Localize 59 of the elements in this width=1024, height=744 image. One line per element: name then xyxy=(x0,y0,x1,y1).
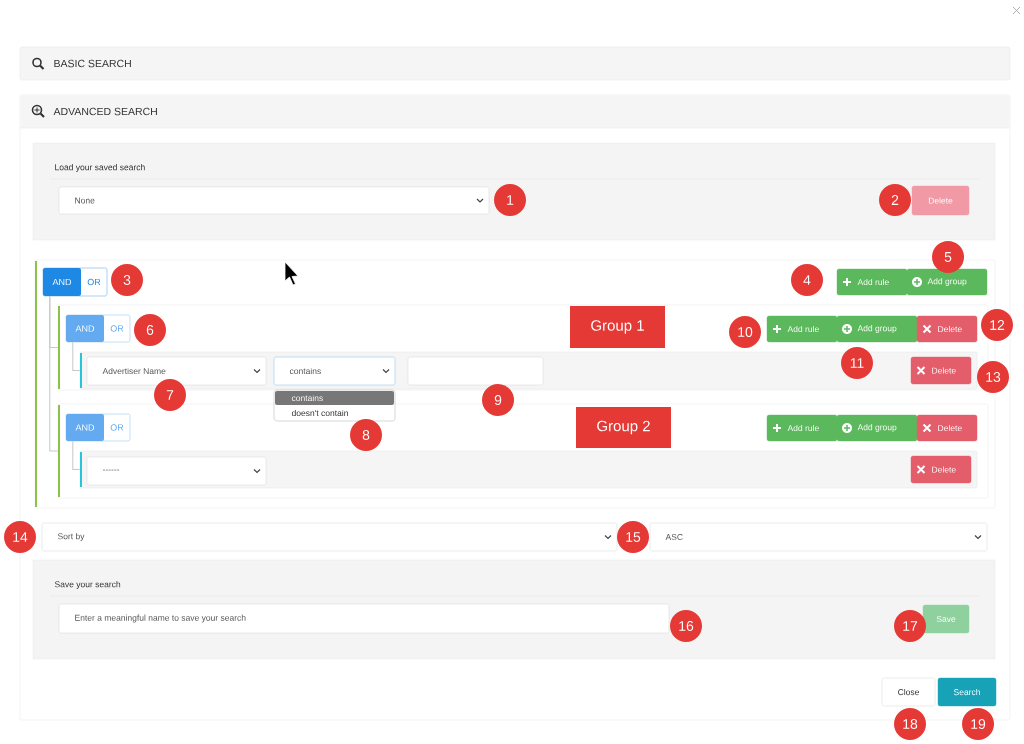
callout-number: 12 xyxy=(981,309,1013,341)
toggle-label: AND xyxy=(75,424,95,431)
callout-number: 6 xyxy=(134,314,166,346)
search-button: Search xyxy=(937,677,997,707)
dropdown: contains xyxy=(273,356,396,386)
callout-number: 18 xyxy=(894,708,926,740)
tree-connector xyxy=(72,440,81,470)
tree-connector xyxy=(49,295,59,452)
callout-number: 16 xyxy=(670,610,702,642)
callout-number: 4 xyxy=(791,264,823,296)
tree-connector xyxy=(72,341,81,371)
delete-button: Delete xyxy=(916,414,978,442)
callout-number: 10 xyxy=(729,316,761,348)
and-or-toggle xyxy=(65,413,131,442)
toggle-label: OR xyxy=(110,325,124,332)
callout-number: 19 xyxy=(962,708,994,740)
dropdown: None xyxy=(58,186,490,215)
toggle-label: AND xyxy=(75,325,95,332)
close-button: Close xyxy=(881,677,936,707)
toggle-label: AND xyxy=(52,278,72,286)
callout-number: 13 xyxy=(977,361,1009,393)
callout-number: 5 xyxy=(932,241,964,273)
callout-number: 15 xyxy=(617,521,649,553)
callout-number: 2 xyxy=(879,184,911,216)
add-group-button: Add group xyxy=(906,268,988,296)
add-group-button: Add group xyxy=(836,315,918,343)
delete-button: Delete xyxy=(910,356,972,385)
panel-header: BASIC SEARCH xyxy=(19,46,1011,81)
add-rule-button: Add rule xyxy=(836,268,908,296)
group-tag: Group 2 xyxy=(576,407,671,448)
callout-number: 14 xyxy=(4,521,36,553)
dropdown: Advertiser Name xyxy=(86,356,267,386)
button: Delete xyxy=(911,185,970,216)
add-group-button: Add group xyxy=(836,414,918,442)
and-or-toggle xyxy=(42,267,108,297)
callout-number: 17 xyxy=(894,610,926,642)
input-field xyxy=(407,356,544,386)
dropdown: Sort by xyxy=(41,522,618,552)
and-or-toggle xyxy=(65,314,131,343)
callout-number: 3 xyxy=(111,264,143,296)
menu-option: contains xyxy=(291,394,323,402)
callout-number: 7 xyxy=(154,379,186,411)
dropdown: ASC xyxy=(649,522,988,552)
callout-number: 8 xyxy=(350,419,382,451)
callout-number: 9 xyxy=(482,384,514,416)
delete-button: Delete xyxy=(910,455,972,484)
toggle-label: OR xyxy=(87,278,101,286)
delete-button: Delete xyxy=(916,315,978,343)
toggle-label: OR xyxy=(110,424,124,431)
dropdown: ------ xyxy=(86,456,267,486)
menu-option: doesn't contain xyxy=(291,409,348,417)
callout-number: 11 xyxy=(841,347,873,379)
save-button: Save xyxy=(922,604,970,634)
callout-number: 1 xyxy=(494,184,526,216)
group-tag: Group 1 xyxy=(570,306,665,348)
add-rule-button: Add rule xyxy=(766,414,838,442)
dropdown-menu xyxy=(273,389,396,422)
input-field: Enter a meaningful name to save your search xyxy=(58,603,670,634)
add-rule-button: Add rule xyxy=(766,315,838,343)
